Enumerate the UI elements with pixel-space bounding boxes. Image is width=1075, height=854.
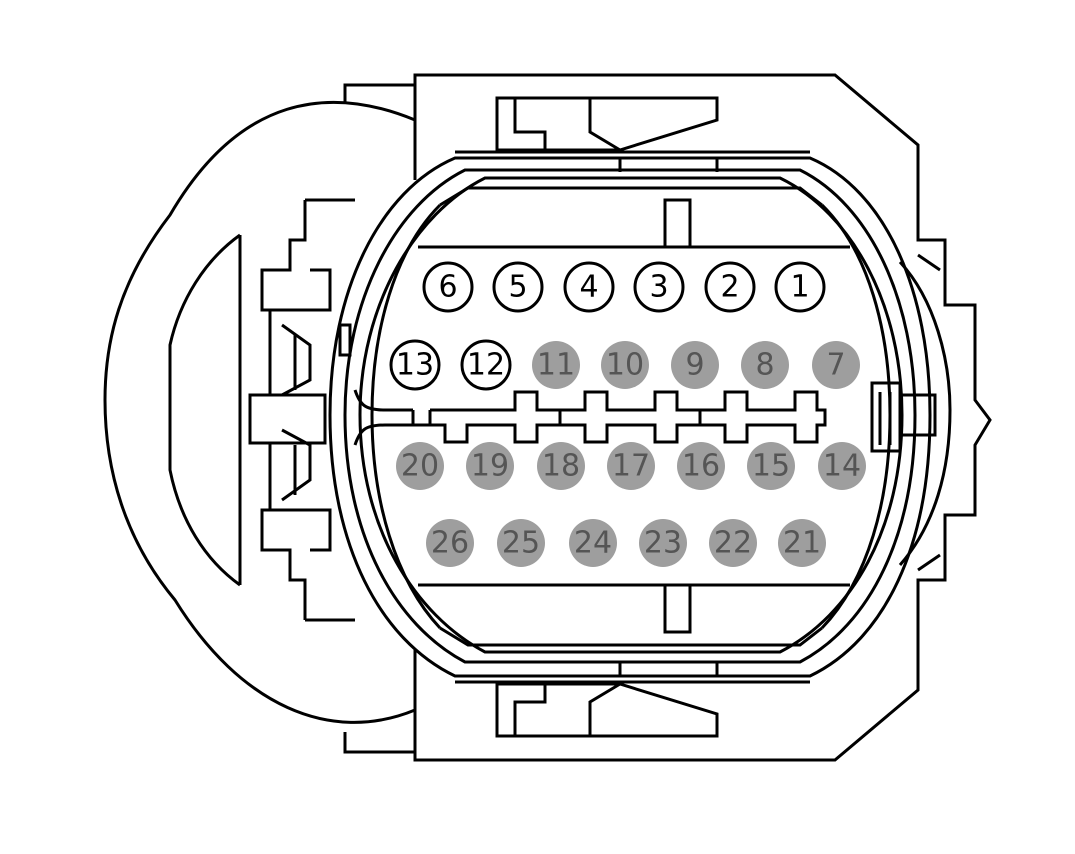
svg-text:9: 9 [685,348,704,383]
pin-7: 7 [812,341,860,389]
pin-5: 5 [492,261,544,313]
svg-text:16: 16 [682,449,720,484]
svg-text:1: 1 [790,270,809,305]
pin-3: 3 [633,261,685,313]
pin-6: 6 [422,261,474,313]
pin-25: 25 [497,519,545,567]
pin-8: 8 [741,341,789,389]
pin-1: 1 [774,261,826,313]
svg-text:8: 8 [755,348,774,383]
pin-15: 15 [747,442,795,490]
bottom-clip [455,662,810,738]
pin-26: 26 [426,519,474,567]
pin-13: 13 [389,339,441,391]
svg-text:25: 25 [502,526,540,561]
inner-insert [353,198,850,634]
svg-text:11: 11 [537,348,575,383]
svg-text:15: 15 [752,449,790,484]
svg-text:6: 6 [438,270,457,305]
svg-text:20: 20 [401,449,439,484]
pin-19: 19 [466,442,514,490]
pin-4: 4 [563,261,615,313]
svg-text:2: 2 [720,270,739,305]
svg-text:21: 21 [783,526,821,561]
svg-text:5: 5 [508,270,527,305]
pin-24: 24 [569,519,617,567]
pin-16: 16 [677,442,725,490]
svg-text:18: 18 [542,449,580,484]
pin-14: 14 [818,442,866,490]
connector-right-housing [413,73,992,762]
pin-9: 9 [671,341,719,389]
svg-text:7: 7 [826,348,845,383]
svg-text:14: 14 [823,449,861,484]
pin-10: 10 [601,341,649,389]
pin-20: 20 [396,442,444,490]
svg-text:22: 22 [714,526,752,561]
svg-text:4: 4 [579,270,598,305]
pin-2: 2 [704,261,756,313]
svg-text:19: 19 [471,449,509,484]
svg-text:26: 26 [431,526,469,561]
connector-left-shell [103,83,416,754]
pin-17: 17 [607,442,655,490]
pin-11: 11 [532,341,580,389]
pin-21: 21 [778,519,826,567]
svg-text:24: 24 [574,526,612,561]
pin-18: 18 [537,442,585,490]
svg-text:23: 23 [644,526,682,561]
pin-23: 23 [639,519,687,567]
svg-text:13: 13 [396,348,434,383]
top-clip [455,96,810,172]
oval-seals [328,156,932,678]
pin-22: 22 [709,519,757,567]
left-latch [248,198,355,622]
svg-text:17: 17 [612,449,650,484]
svg-text:3: 3 [649,270,668,305]
pin-12: 12 [460,339,512,391]
svg-text:10: 10 [606,348,644,383]
svg-text:12: 12 [467,348,505,383]
